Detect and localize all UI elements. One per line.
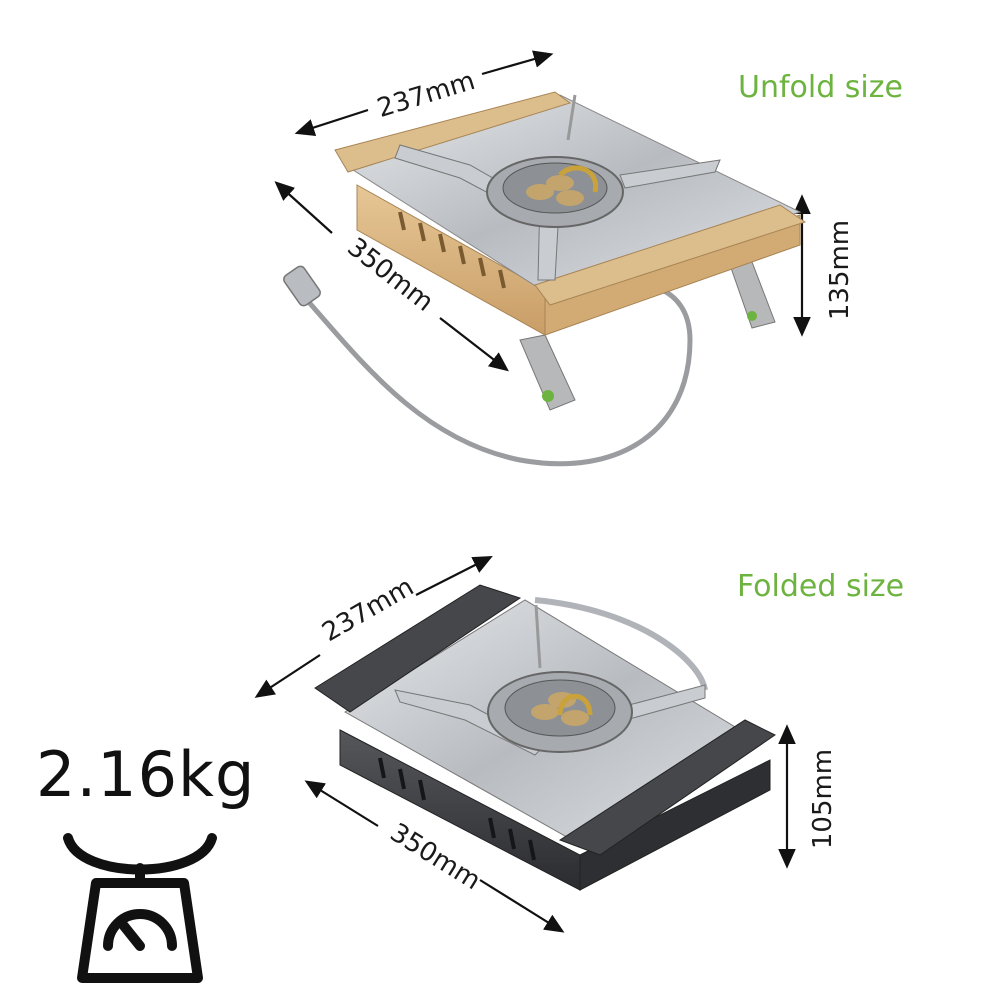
unfold-height-label: 135mm bbox=[825, 219, 856, 321]
folded-dimension-arrows bbox=[254, 556, 796, 933]
kitchen-scale-icon bbox=[63, 833, 217, 983]
folded-stove bbox=[314, 584, 776, 891]
weight-value: 2.16kg bbox=[36, 738, 256, 811]
unfold-size-title: Unfold size bbox=[738, 70, 903, 105]
folded-height-label: 105mm bbox=[808, 748, 839, 850]
folded-size-title: Folded size bbox=[737, 569, 905, 604]
unfolded-stove bbox=[283, 91, 807, 467]
unfold-dimension-arrows bbox=[274, 50, 811, 372]
